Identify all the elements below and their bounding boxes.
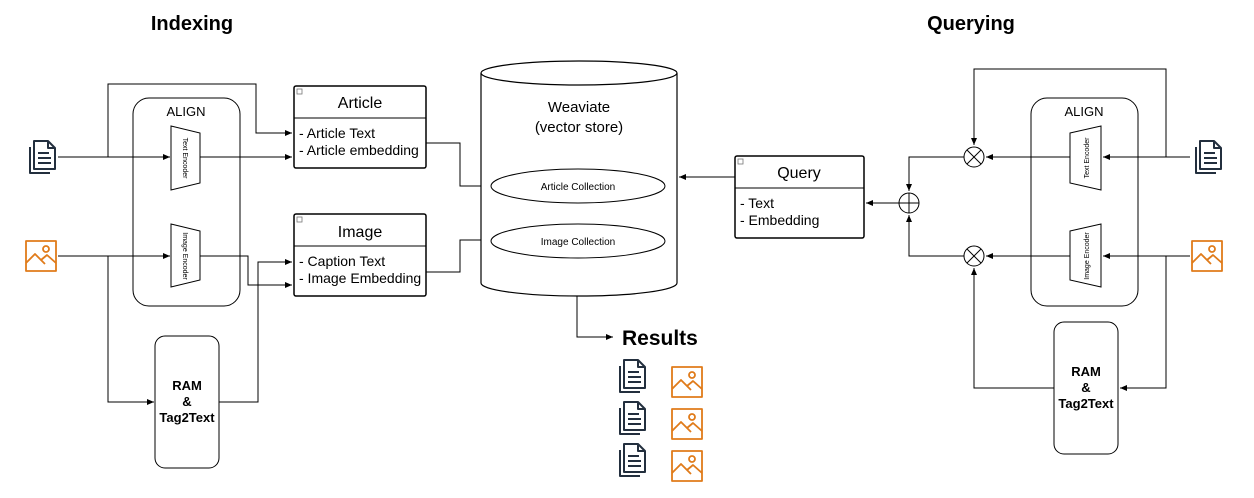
- document-icon: [29, 140, 56, 174]
- align-container-right: [1030, 97, 1139, 307]
- ram-label-right: RAM: [1071, 364, 1101, 379]
- query-box-title: Query: [777, 165, 821, 182]
- image-box-item: - Image Embedding: [299, 270, 421, 286]
- article-collection: [490, 168, 666, 204]
- image-icon: [1191, 240, 1223, 272]
- ram-label-left: RAM: [172, 378, 202, 393]
- vector-store-subtitle: (vector store): [535, 119, 623, 136]
- vector-store-title: Weaviate: [548, 99, 610, 116]
- ram-amp-right: &: [1081, 380, 1090, 395]
- article-box-item: - Article Text: [299, 125, 375, 141]
- image-box-item: - Caption Text: [299, 253, 385, 269]
- indexing-heading: Indexing: [151, 13, 233, 35]
- tag2text-label-right: Tag2Text: [1058, 396, 1114, 411]
- image-box: [293, 213, 427, 297]
- image-encoder-right: [1069, 223, 1102, 288]
- article-box: [293, 85, 427, 169]
- image-collection: [490, 223, 666, 259]
- align-label-right: ALIGN: [1064, 104, 1103, 119]
- align-container-left: [132, 97, 241, 307]
- ram-amp-left: &: [182, 394, 191, 409]
- image-icon: [671, 366, 703, 398]
- text-encoder-label-right: Text Encoder: [1084, 137, 1091, 179]
- image-icon: [25, 240, 57, 272]
- query-box-item: - Text: [740, 195, 774, 211]
- tag2text-label-left: Tag2Text: [159, 410, 215, 425]
- querying-heading: Querying: [927, 13, 1015, 35]
- document-icon: [619, 359, 646, 393]
- article-box-item: - Article embedding: [299, 142, 419, 158]
- multiply-node-image: [963, 245, 985, 267]
- article-box-title: Article: [338, 95, 383, 112]
- image-box-title: Image: [338, 224, 383, 241]
- results-label: Results: [622, 327, 698, 350]
- align-label-left: ALIGN: [166, 104, 205, 119]
- text-encoder-label-left: Text Encoder: [181, 138, 188, 180]
- document-icon: [619, 443, 646, 477]
- image-collection-label: Image Collection: [541, 237, 615, 248]
- document-icon: [619, 401, 646, 435]
- text-encoder-left: [170, 125, 201, 191]
- image-icon: [671, 408, 703, 440]
- document-icon: [1195, 140, 1222, 174]
- article-collection-label: Article Collection: [541, 182, 615, 193]
- image-icon: [671, 450, 703, 482]
- image-encoder-left: [170, 223, 201, 288]
- multiply-node-text: [963, 146, 985, 168]
- add-node: [898, 192, 920, 214]
- query-box: [734, 155, 865, 239]
- text-encoder-right: [1069, 125, 1102, 191]
- image-encoder-label-right: Image Encoder: [1084, 232, 1091, 280]
- image-encoder-label-left: Image Encoder: [181, 232, 188, 280]
- query-box-item: - Embedding: [740, 212, 819, 228]
